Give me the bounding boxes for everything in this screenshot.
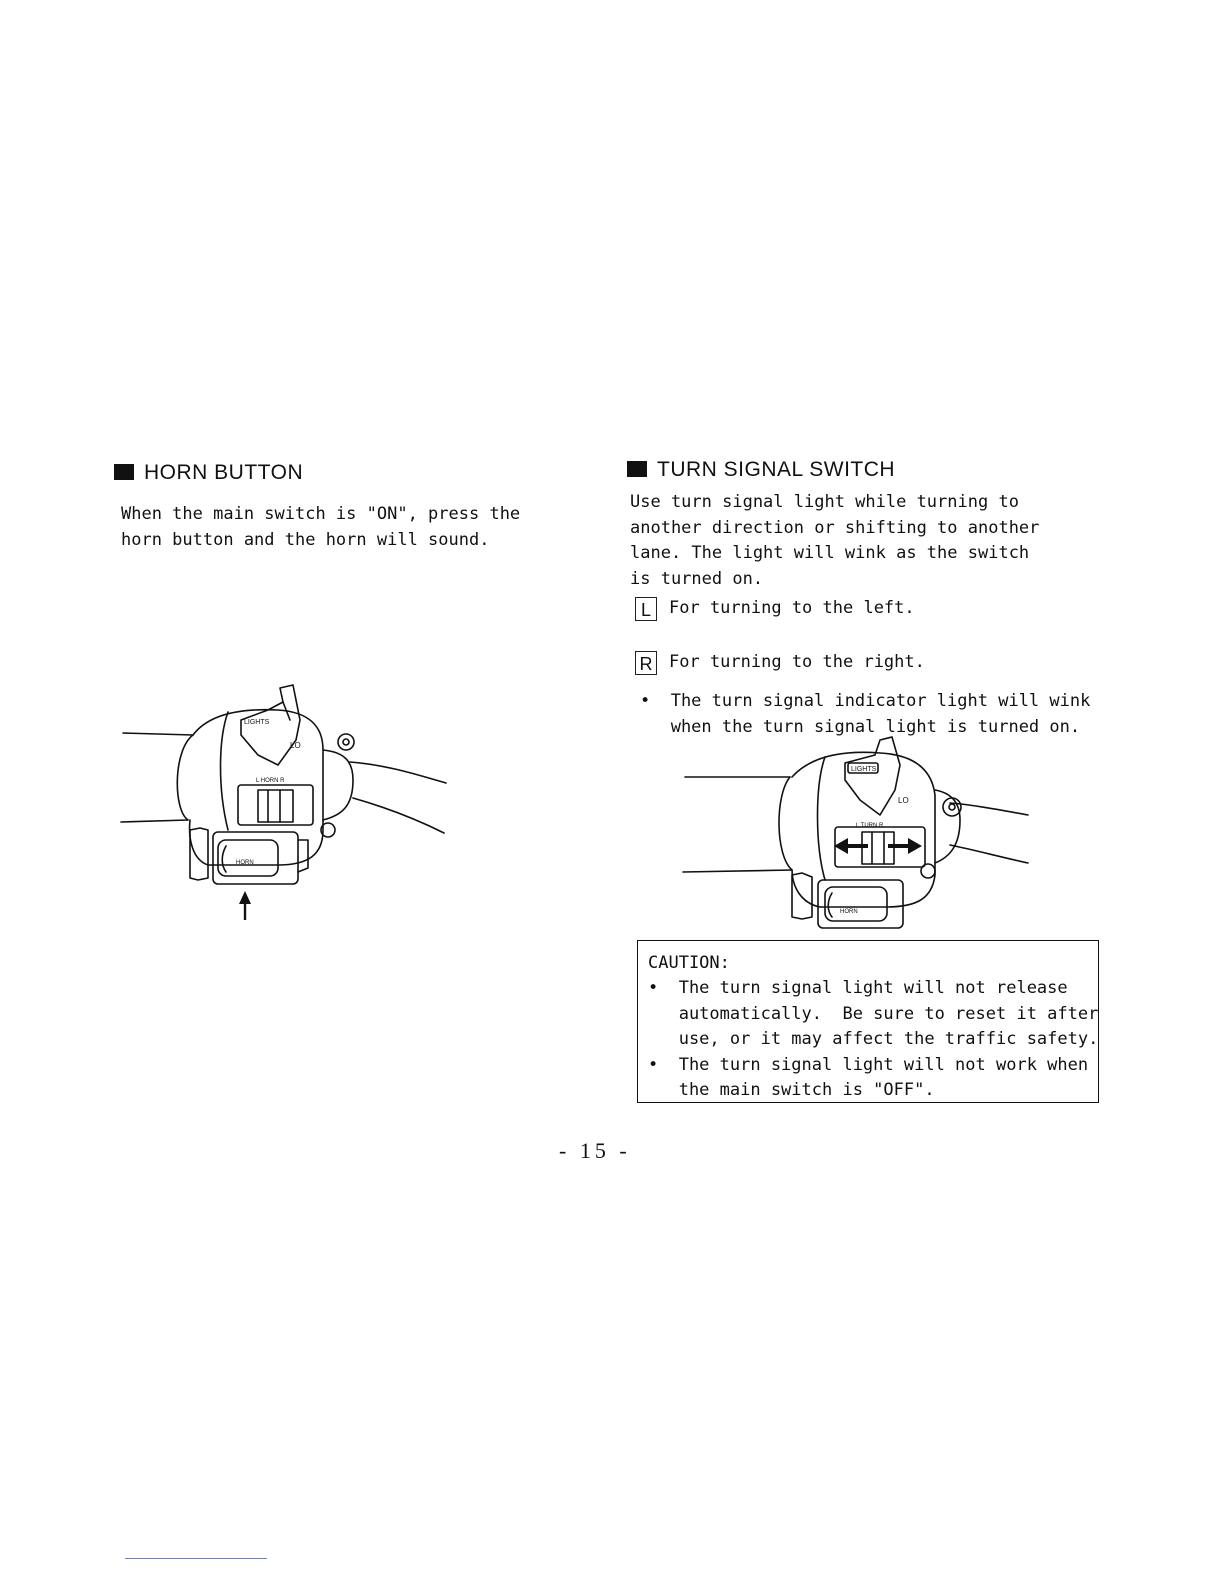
lo-label: LO xyxy=(898,796,909,805)
turn-signal-text: Use turn signal light while turning to a… xyxy=(630,490,1039,592)
heading-bullet-icon xyxy=(114,464,134,480)
horn-button-heading: HORN BUTTON xyxy=(114,461,303,485)
caution-line: • The turn signal light will not release xyxy=(648,978,1068,998)
text-line: is turned on. xyxy=(630,568,764,589)
caution-box: CAUTION: • The turn signal light will no… xyxy=(637,940,1099,1103)
left-arrow-icon xyxy=(834,838,868,854)
caution-line: the main switch is "OFF". xyxy=(648,1080,935,1100)
lights-label: LIGHTS xyxy=(851,766,877,773)
lo-label: LO xyxy=(290,741,301,750)
caution-line: automatically. Be sure to reset it after xyxy=(648,1003,1099,1024)
turn-signal-heading: TURN SIGNAL SWITCH xyxy=(627,458,895,482)
caution-line: use, or it may affect the traffic safety… xyxy=(648,1029,1099,1049)
key-l-row: L For turning to the left. xyxy=(635,596,915,622)
key-l-text: For turning to the left. xyxy=(669,598,915,618)
heading-bullet-icon xyxy=(627,461,647,477)
caution-line: • The turn signal light will not work wh… xyxy=(648,1054,1089,1075)
note-line: when the turn signal light is turned on. xyxy=(640,716,1081,737)
text-line: another direction or shifting to another xyxy=(630,517,1040,538)
key-r-text: For turning to the right. xyxy=(669,652,925,672)
horn-switch-label: L HORN R xyxy=(256,778,285,784)
text-line: horn button and the horn will sound. xyxy=(121,529,490,550)
note-line: • The turn signal indicator light will w… xyxy=(640,691,1091,711)
scan-divider xyxy=(125,1558,267,1559)
text-line: lane. The light will wink as the switch xyxy=(630,543,1030,563)
lights-label: LIGHTS xyxy=(244,719,270,726)
turn-signal-illustration: LIGHTS LO L TURN R HORN xyxy=(682,736,1029,929)
horn-switch-illustration: LIGHTS LO L HORN R HORN xyxy=(120,684,447,920)
caution-title: CAUTION: xyxy=(648,953,730,973)
up-arrow-icon xyxy=(239,891,251,920)
horn-label: HORN xyxy=(840,909,858,915)
horn-label: HORN xyxy=(236,860,254,866)
indicator-note: • The turn signal indicator light will w… xyxy=(640,689,1090,740)
right-arrow-icon xyxy=(888,838,922,854)
text-line: Use turn signal light while turning to xyxy=(630,492,1019,512)
key-r-row: R For turning to the right. xyxy=(635,650,925,676)
key-r-box: R xyxy=(635,651,657,675)
turn-label: L TURN R xyxy=(856,823,884,829)
key-l-box: L xyxy=(635,597,657,621)
page-number: - 15 - xyxy=(559,1138,631,1163)
horn-button-text: When the main switch is "ON", press the … xyxy=(121,502,520,553)
text-line: When the main switch is "ON", press the xyxy=(121,504,521,524)
